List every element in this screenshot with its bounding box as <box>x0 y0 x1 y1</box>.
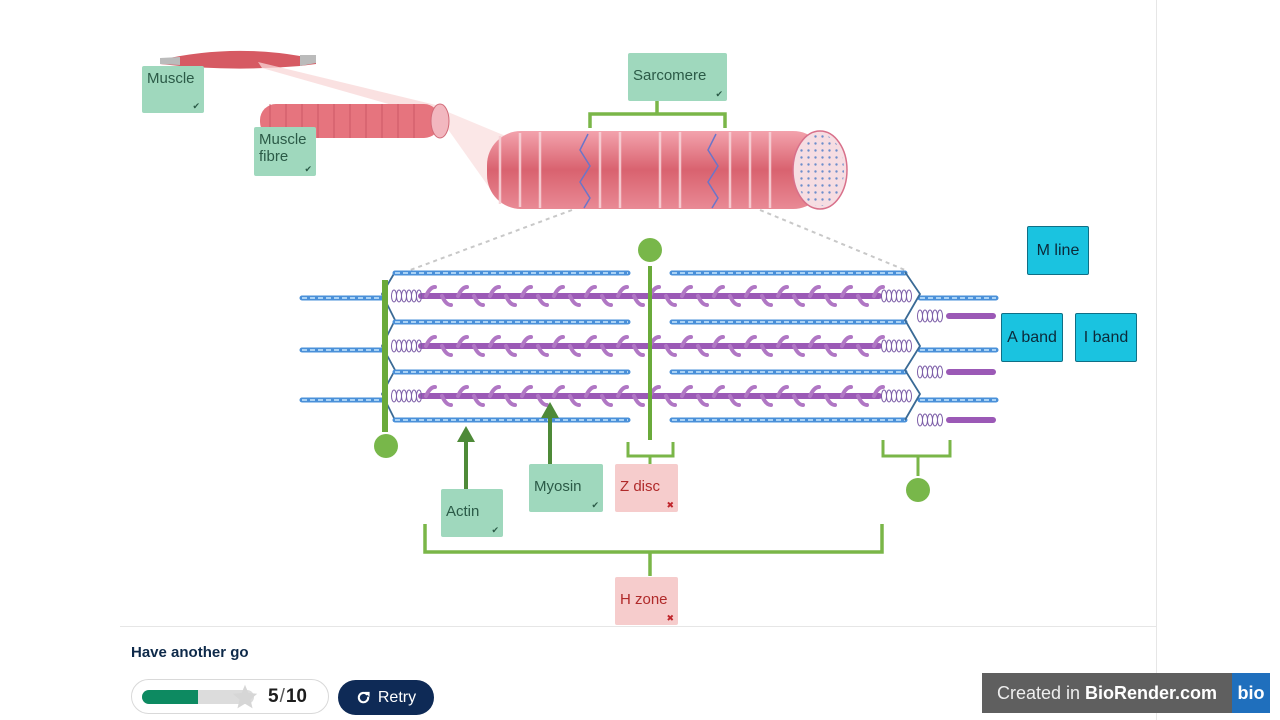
retry-button[interactable]: Retry <box>338 680 434 715</box>
star-icon <box>232 684 258 709</box>
bracket-h-zone <box>423 524 884 576</box>
myosin-filament-next-1 <box>946 313 996 319</box>
myosin-filament-next-2 <box>946 369 996 375</box>
titin-coil-next-2 <box>932 365 938 379</box>
titin-coil-next-1 <box>917 309 923 323</box>
bank-label-a-band[interactable]: A band <box>1001 313 1063 362</box>
label-actin[interactable]: Actin ✔ <box>441 489 503 537</box>
cross-icon: ✖ <box>666 500 674 510</box>
bank-label-i-band[interactable]: I band <box>1075 313 1137 362</box>
titin-coil-next-3 <box>932 413 938 427</box>
check-icon: ✔ <box>192 101 200 111</box>
check-icon: ✔ <box>491 525 499 535</box>
bracket-right <box>881 440 952 458</box>
myosin-filament-3 <box>391 385 912 407</box>
score-separator: / <box>279 686 285 707</box>
label-muscle-fibre-text: Muscle fibre <box>259 131 307 165</box>
brand-prefix: Created in <box>996 682 1081 703</box>
titin-coil-next-2 <box>922 365 928 379</box>
feedback-message: Have another go <box>131 644 249 661</box>
zoom-line-left <box>404 209 573 273</box>
bracket-z-disc <box>626 442 675 458</box>
muscle-illustration <box>160 50 316 69</box>
titin-coil-next-3 <box>937 413 943 427</box>
label-muscle[interactable]: Muscle ✔ <box>142 66 204 113</box>
zoom-line-right <box>759 209 906 271</box>
sarcomere-filaments <box>299 270 999 427</box>
titin-coil-next-2 <box>937 365 943 379</box>
titin-coil-next-2 <box>927 365 933 379</box>
label-muscle-fibre[interactable]: Muscle fibre ✔ <box>254 127 316 176</box>
score-value: 5 <box>268 686 279 707</box>
label-h-zone-text: H zone <box>620 591 668 608</box>
arrow-actin <box>457 426 475 490</box>
score-total: 10 <box>285 686 307 707</box>
check-icon: ✔ <box>715 89 723 99</box>
titin-coil-next-2 <box>917 365 923 379</box>
brand-name: BioRender.com <box>1085 682 1218 703</box>
z-disc-right <box>903 271 922 421</box>
brand-logo: bio <box>1232 673 1270 713</box>
arrow-myosin <box>541 402 559 464</box>
check-icon: ✔ <box>591 500 599 510</box>
retry-label: Retry <box>377 688 417 706</box>
label-h-zone[interactable]: H zone ✖ <box>615 577 678 625</box>
myosin-filament-next-3 <box>946 417 996 423</box>
label-myosin-text: Myosin <box>534 478 582 495</box>
titin-coil-next-1 <box>932 309 938 323</box>
drop-target-right[interactable] <box>906 478 930 502</box>
check-icon: ✔ <box>304 164 312 174</box>
myofibril-illustration <box>487 130 848 210</box>
drop-target-left[interactable] <box>374 434 398 458</box>
bank-label-m-line[interactable]: M line <box>1027 226 1089 275</box>
bracket-sarcomere <box>588 100 727 128</box>
panel-divider <box>1156 0 1157 720</box>
drop-target-top[interactable] <box>638 238 662 262</box>
score-progress-bar <box>142 690 254 704</box>
score-progress-fill <box>142 690 198 704</box>
label-z-disc[interactable]: Z disc ✖ <box>615 464 678 512</box>
cross-icon: ✖ <box>666 613 674 623</box>
titin-coil-next-3 <box>917 413 923 427</box>
label-muscle-text: Muscle <box>147 70 195 87</box>
titin-coil-next-3 <box>927 413 933 427</box>
label-actin-text: Actin <box>446 503 480 520</box>
label-sarcomere[interactable]: Sarcomere ✔ <box>628 53 727 101</box>
label-myosin[interactable]: Myosin ✔ <box>529 464 603 512</box>
footer-divider <box>120 626 1156 627</box>
score-text: 5/10 <box>268 686 307 708</box>
titin-coil-next-1 <box>927 309 933 323</box>
score-panel: 5/10 <box>131 679 329 714</box>
retry-icon <box>357 691 370 704</box>
titin-coil-next-1 <box>922 309 928 323</box>
label-z-disc-text: Z disc <box>620 478 661 495</box>
titin-coil-next-3 <box>922 413 928 427</box>
titin-coil-next-1 <box>937 309 943 323</box>
label-sarcomere-text: Sarcomere <box>633 67 707 84</box>
muscle-structure-diagram <box>160 50 999 576</box>
